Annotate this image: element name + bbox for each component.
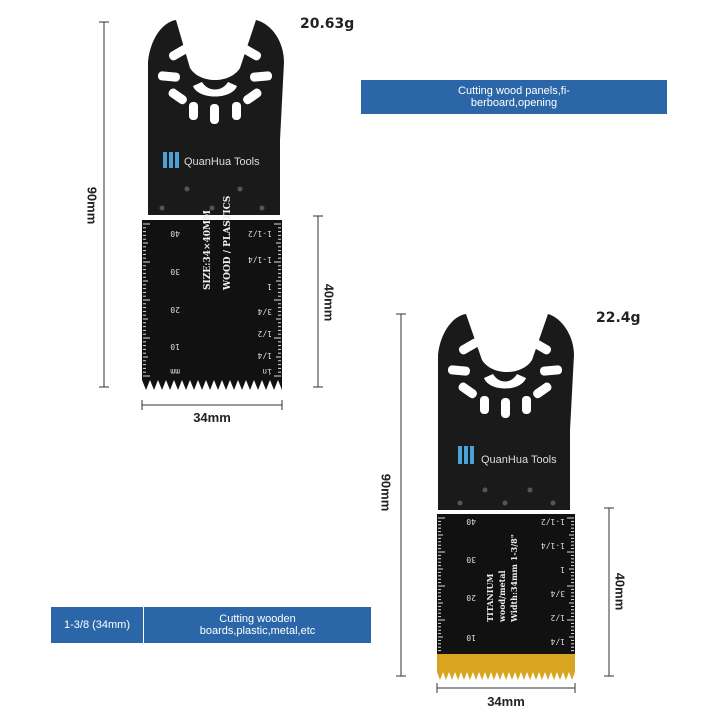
blade-2-inch-1-1-4: 1-1/4 xyxy=(540,541,565,550)
blade-2-ruler-ticks xyxy=(438,517,574,652)
blade-1-teeth-dimension xyxy=(313,215,323,388)
usage-banner-bottom: 1-3/8 (34mm) Cutting wooden boards,plast… xyxy=(51,607,371,643)
blade-1-teeth xyxy=(142,380,282,390)
blade-2-teeth xyxy=(437,672,575,680)
blade-2-weight: 22.4g xyxy=(596,310,641,326)
blade-2-inch-scale: 1/4 1/2 3/4 1 1-1/4 1-1/2 xyxy=(533,517,565,652)
blade-2-body xyxy=(437,514,575,654)
blade-2-teeth-label: 40mm xyxy=(612,572,628,611)
blade-1-width-label: 34mm xyxy=(193,410,231,425)
usage-banner-top: Cutting wood panels,fi- berboard,opening xyxy=(361,80,667,114)
blade-1-width-dimension xyxy=(141,400,283,410)
blade-1-logo xyxy=(163,152,179,168)
blade-2-inch-3-4: 3/4 xyxy=(550,589,565,598)
blade-2-inch-1-1-2: 1-1/2 xyxy=(540,517,565,526)
blade-2-metric-40: 40 xyxy=(466,517,476,526)
blade-1-height-dimension xyxy=(99,21,109,388)
blade-2-height-label: 90mm xyxy=(378,473,394,512)
blade-2-brand: QuanHua Tools xyxy=(481,454,557,466)
usage-text: Cutting wooden boards,plastic,metal,etc xyxy=(144,607,371,643)
blade-2-metric-30: 30 xyxy=(466,555,476,564)
blade-2-slots xyxy=(447,338,563,418)
blade-2-print-line3: Width:34mm 1-3/8" xyxy=(509,534,519,622)
blade-1-ruler-ticks xyxy=(143,223,281,377)
blade-2-metric-10: 10 xyxy=(466,633,476,642)
blade-2-metric-20: 20 xyxy=(466,593,476,602)
blade-1-body xyxy=(142,220,282,380)
blade-1-weight: 20.63g xyxy=(300,16,355,32)
blade-2-rivets xyxy=(457,487,556,506)
blade-1-slots xyxy=(157,44,273,124)
size-label: 1-3/8 (34mm) xyxy=(51,607,144,643)
blade-2-teeth-dimension xyxy=(604,507,614,677)
blade-2-metric-scale: 10 20 30 40 xyxy=(446,517,476,652)
blade-2-coated-edge xyxy=(437,654,575,672)
blade-2-width-label: 34mm xyxy=(487,694,525,709)
blade-2-logo xyxy=(458,446,474,464)
blade-2-inch-1: 1 xyxy=(560,565,565,574)
blade-2-inch-1-2: 1/2 xyxy=(550,613,565,622)
blade-1-rivets xyxy=(159,186,265,211)
blade-2-inch-1-4: 1/4 xyxy=(550,637,565,646)
blade-2-height-dimension xyxy=(396,313,406,677)
blade-2-print-line1: TITANIUM xyxy=(485,573,495,622)
blade-2-width-dimension xyxy=(436,683,576,693)
blade-2-print-line2: wood/metal xyxy=(497,570,507,622)
blade-1-brand: QuanHua Tools xyxy=(184,156,260,168)
